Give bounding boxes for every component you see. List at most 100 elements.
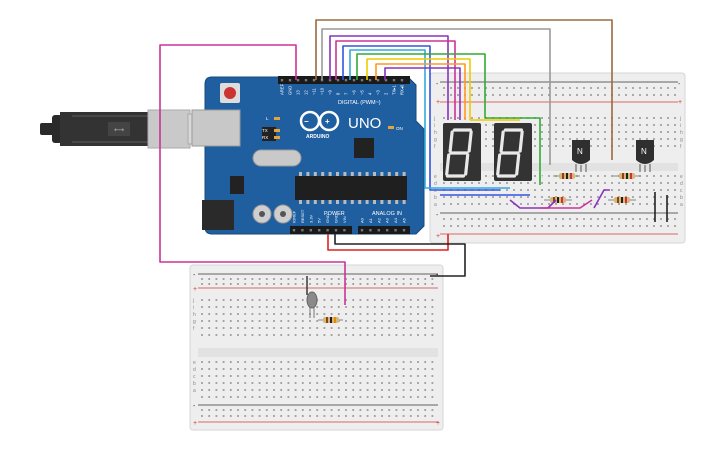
breadboard-hole[interactable] — [583, 189, 585, 191]
breadboard-hole[interactable] — [653, 225, 655, 227]
breadboard-hole[interactable] — [381, 327, 383, 329]
breadboard-hole[interactable] — [265, 368, 268, 370]
breadboard-hole[interactable] — [323, 283, 326, 285]
breadboard-hole[interactable] — [618, 189, 620, 191]
breadboard-hole[interactable] — [674, 218, 676, 220]
breadboard-hole[interactable] — [323, 306, 326, 308]
breadboard-hole[interactable] — [527, 218, 529, 220]
breadboard-hole[interactable] — [316, 320, 319, 322]
breadboard-hole[interactable] — [215, 415, 218, 417]
breadboard-hole[interactable] — [215, 278, 218, 280]
breadboard-hole[interactable] — [478, 87, 480, 89]
breadboard-hole[interactable] — [222, 415, 225, 417]
breadboard-hole[interactable] — [309, 361, 311, 363]
breadboard-hole[interactable] — [597, 175, 599, 177]
breadboard-hole[interactable] — [492, 218, 494, 220]
breadboard-hole[interactable] — [590, 189, 592, 191]
analog-pin-hole[interactable] — [369, 229, 372, 232]
breadboard-hole[interactable] — [527, 94, 529, 96]
breadboard-hole[interactable] — [323, 327, 326, 329]
breadboard-hole[interactable] — [424, 334, 427, 336]
breadboard-hole[interactable] — [492, 87, 494, 89]
breadboard-hole[interactable] — [424, 278, 427, 280]
breadboard-hole[interactable] — [323, 375, 326, 377]
breadboard-hole[interactable] — [366, 306, 369, 308]
wire-pink-bus[interactable] — [540, 199, 593, 209]
breadboard-hole[interactable] — [431, 409, 434, 411]
breadboard-hole[interactable] — [280, 389, 283, 391]
breadboard-hole[interactable] — [222, 361, 225, 363]
breadboard-hole[interactable] — [352, 389, 355, 391]
breadboard-hole[interactable] — [208, 368, 211, 370]
breadboard-hole[interactable] — [280, 415, 283, 417]
breadboard-hole[interactable] — [287, 313, 290, 315]
breadboard-hole[interactable] — [639, 203, 641, 205]
breadboard-hole[interactable] — [562, 117, 564, 119]
photoresistor[interactable] — [306, 291, 318, 318]
breadboard-hole[interactable] — [258, 409, 261, 411]
breadboard-hole[interactable] — [294, 278, 297, 280]
breadboard-hole[interactable] — [287, 368, 290, 370]
breadboard-hole[interactable] — [395, 320, 398, 322]
breadboard-hole[interactable] — [555, 124, 557, 126]
breadboard-hole[interactable] — [471, 182, 473, 184]
breadboard-hole[interactable] — [674, 182, 676, 184]
breadboard-hole[interactable] — [323, 415, 326, 417]
power-pin-hole[interactable] — [301, 229, 304, 232]
breadboard-hole[interactable] — [258, 283, 261, 285]
breadboard-hole[interactable] — [625, 94, 627, 96]
breadboard-hole[interactable] — [604, 124, 606, 126]
breadboard-hole[interactable] — [237, 278, 239, 280]
breadboard-hole[interactable] — [359, 327, 362, 329]
breadboard-hole[interactable] — [301, 375, 304, 377]
breadboard-hole[interactable] — [548, 182, 550, 184]
breadboard-hole[interactable] — [208, 278, 211, 280]
breadboard-hole[interactable] — [265, 334, 268, 336]
breadboard-hole[interactable] — [373, 361, 376, 363]
breadboard-hole[interactable] — [639, 124, 641, 126]
breadboard-hole[interactable] — [471, 225, 473, 227]
breadboard-hole[interactable] — [244, 409, 247, 411]
breadboard-hole[interactable] — [674, 94, 676, 96]
breadboard-hole[interactable] — [417, 306, 419, 308]
breadboard-hole[interactable] — [562, 225, 564, 227]
breadboard-hole[interactable] — [618, 87, 620, 89]
breadboard-hole[interactable] — [208, 320, 211, 322]
breadboard-hole[interactable] — [431, 278, 434, 280]
breadboard-hole[interactable] — [653, 94, 655, 96]
breadboard-hole[interactable] — [667, 175, 669, 177]
breadboard-hole[interactable] — [208, 361, 211, 363]
breadboard-hole[interactable] — [316, 334, 319, 336]
breadboard-hole[interactable] — [534, 203, 536, 205]
breadboard-hole[interactable] — [301, 396, 304, 398]
digital-pin-hole[interactable] — [368, 79, 372, 82]
breadboard-hole[interactable] — [569, 225, 571, 227]
breadboard-hole[interactable] — [653, 87, 655, 89]
breadboard-hole[interactable] — [237, 409, 239, 411]
breadboard-hole[interactable] — [251, 334, 254, 336]
breadboard-hole[interactable] — [583, 131, 585, 133]
breadboard-hole[interactable] — [660, 196, 662, 198]
breadboard-hole[interactable] — [625, 218, 627, 220]
breadboard-hole[interactable] — [660, 117, 662, 119]
breadboard-hole[interactable] — [667, 218, 669, 220]
breadboard-hole[interactable] — [366, 368, 369, 370]
breadboard-hole[interactable] — [471, 203, 473, 205]
breadboard-hole[interactable] — [660, 94, 662, 96]
breadboard-hole[interactable] — [373, 389, 376, 391]
breadboard-hole[interactable] — [352, 396, 355, 398]
breadboard-hole[interactable] — [258, 327, 261, 329]
breadboard-hole[interactable] — [660, 189, 662, 191]
breadboard-hole[interactable] — [388, 389, 391, 391]
breadboard-hole[interactable] — [273, 361, 275, 363]
breadboard-hole[interactable] — [632, 87, 634, 89]
breadboard-hole[interactable] — [201, 375, 203, 377]
breadboard-hole[interactable] — [229, 382, 232, 384]
breadboard-hole[interactable] — [660, 138, 662, 140]
breadboard-hole[interactable] — [388, 368, 391, 370]
breadboard-hole[interactable] — [402, 320, 405, 322]
wire-blue[interactable] — [342, 45, 500, 191]
breadboard-hole[interactable] — [273, 299, 275, 301]
analog-pin-hole[interactable] — [360, 229, 364, 232]
breadboard-hole[interactable] — [625, 124, 627, 126]
